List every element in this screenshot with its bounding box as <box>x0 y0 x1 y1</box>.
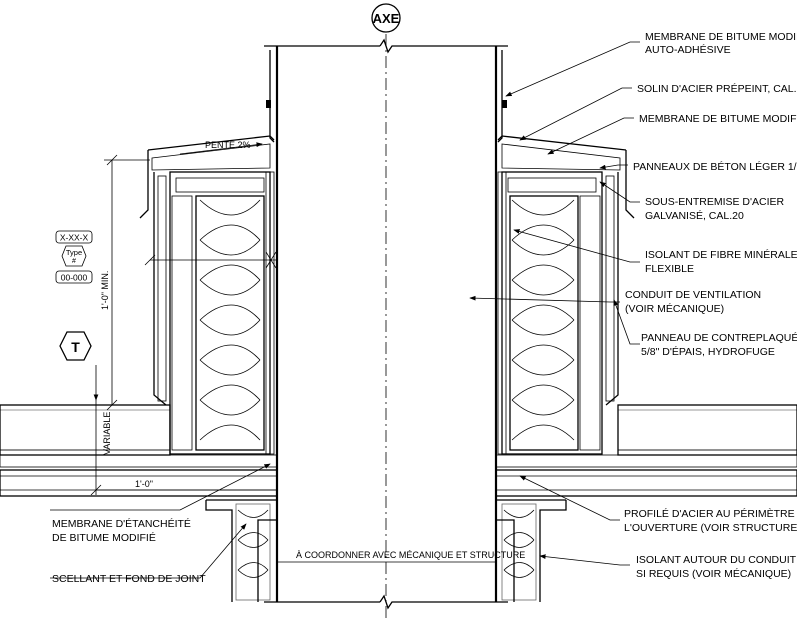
callouts-left: MEMBRANE D'ÉTANCHÉITÉ DE BITUME MODIFIÉ … <box>52 517 206 585</box>
label-isolant-fibre-1: ISOLANT DE FIBRE MINÉRALE, <box>645 248 797 261</box>
label-profile-2: L'OUVERTURE (VOIR STRUCTURE) <box>624 522 797 534</box>
label-contreplaque-1: PANNEAU DE CONTREPLAQUÉ <box>641 331 797 344</box>
label-scellant: SCELLANT ET FOND DE JOINT <box>52 573 206 585</box>
callouts-right: MEMBRANE DE BITUME MODIFIÉ, AUTO-ADHÉSIV… <box>624 30 797 580</box>
section-tag-hex <box>59 331 92 361</box>
min-height-dimension: 1'-0" MIN. <box>100 271 110 310</box>
detail-tag-number: # <box>72 258 76 265</box>
axis-label: AXE <box>373 11 400 26</box>
label-conduit-2: (VOIR MÉCANIQUE) <box>625 302 724 315</box>
roof-assembly-left <box>0 404 278 602</box>
section-tag-letter: T <box>71 339 80 355</box>
label-membrane-auto-2: AUTO-ADHÉSIVE <box>645 43 731 56</box>
label-sous-entremise-2: GALVANISÉ, CAL.20 <box>645 209 744 222</box>
coordinate-note: À COORDONNER AVEC MÉCANIQUE ET STRUCTURE <box>296 550 525 560</box>
label-solin: SOLIN D'ACIER PRÉPEINT, CAL.24 <box>637 82 797 95</box>
label-conduit-1: CONDUIT DE VENTILATION <box>625 289 761 301</box>
detail-tag-hex <box>61 245 87 267</box>
label-profile-1: PROFILÉ D'ACIER AU PÉRIMÈTRE DE <box>624 507 797 520</box>
label-isolant-autour-2: SI REQUIS (VOIR MÉCANIQUE) <box>636 567 791 580</box>
label-isolant-fibre-2: FLEXIBLE <box>645 263 694 275</box>
dimensions: PENTE 2% 1'-0" MIN. VARIABLE 1'-0" À COO… <box>90 140 525 563</box>
variable-dimension: VARIABLE <box>102 412 112 455</box>
slope-label: PENTE 2% <box>205 140 251 150</box>
detail-tag-bottom-box <box>55 270 93 284</box>
label-sous-entremise-1: SOUS-ENTREMISE D'ACIER <box>645 196 785 208</box>
detail-tag-top: X-XX-X <box>60 233 89 243</box>
label-contreplaque-2: 5/8" D'ÉPAIS, HYDROFUGE <box>641 345 775 358</box>
label-membrane-etancheite-2: DE BITUME MODIFIÉ <box>52 531 156 544</box>
section-tag: T <box>59 331 99 401</box>
leader-lines <box>50 41 640 579</box>
label-isolant-autour-1: ISOLANT AUTOUR DU CONDUIT <box>636 554 797 566</box>
detail-tag-top-box <box>55 230 93 244</box>
axis-marker: AXE <box>371 3 401 620</box>
horizontal-dimension: 1'-0" <box>135 479 153 489</box>
left-curb <box>139 135 275 455</box>
detail-tag-type: Type <box>66 248 82 257</box>
right-curb <box>497 135 635 455</box>
label-membrane-auto-1: MEMBRANE DE BITUME MODIFIÉ, <box>645 30 797 43</box>
detail-tag: X-XX-X Type # 00-000 <box>55 230 93 284</box>
label-membrane-etancheite-1: MEMBRANE D'ÉTANCHÉITÉ <box>52 517 191 530</box>
label-panneaux-beton: PANNEAUX DE BÉTON LÉGER 1/2" <box>633 160 797 173</box>
axis-circle <box>371 3 401 33</box>
roof-assembly-right <box>495 404 797 602</box>
label-membrane-mod: MEMBRANE DE BITUME MODIFIÉ <box>639 112 797 125</box>
detail-tag-bottom: 00-000 <box>61 273 88 283</box>
